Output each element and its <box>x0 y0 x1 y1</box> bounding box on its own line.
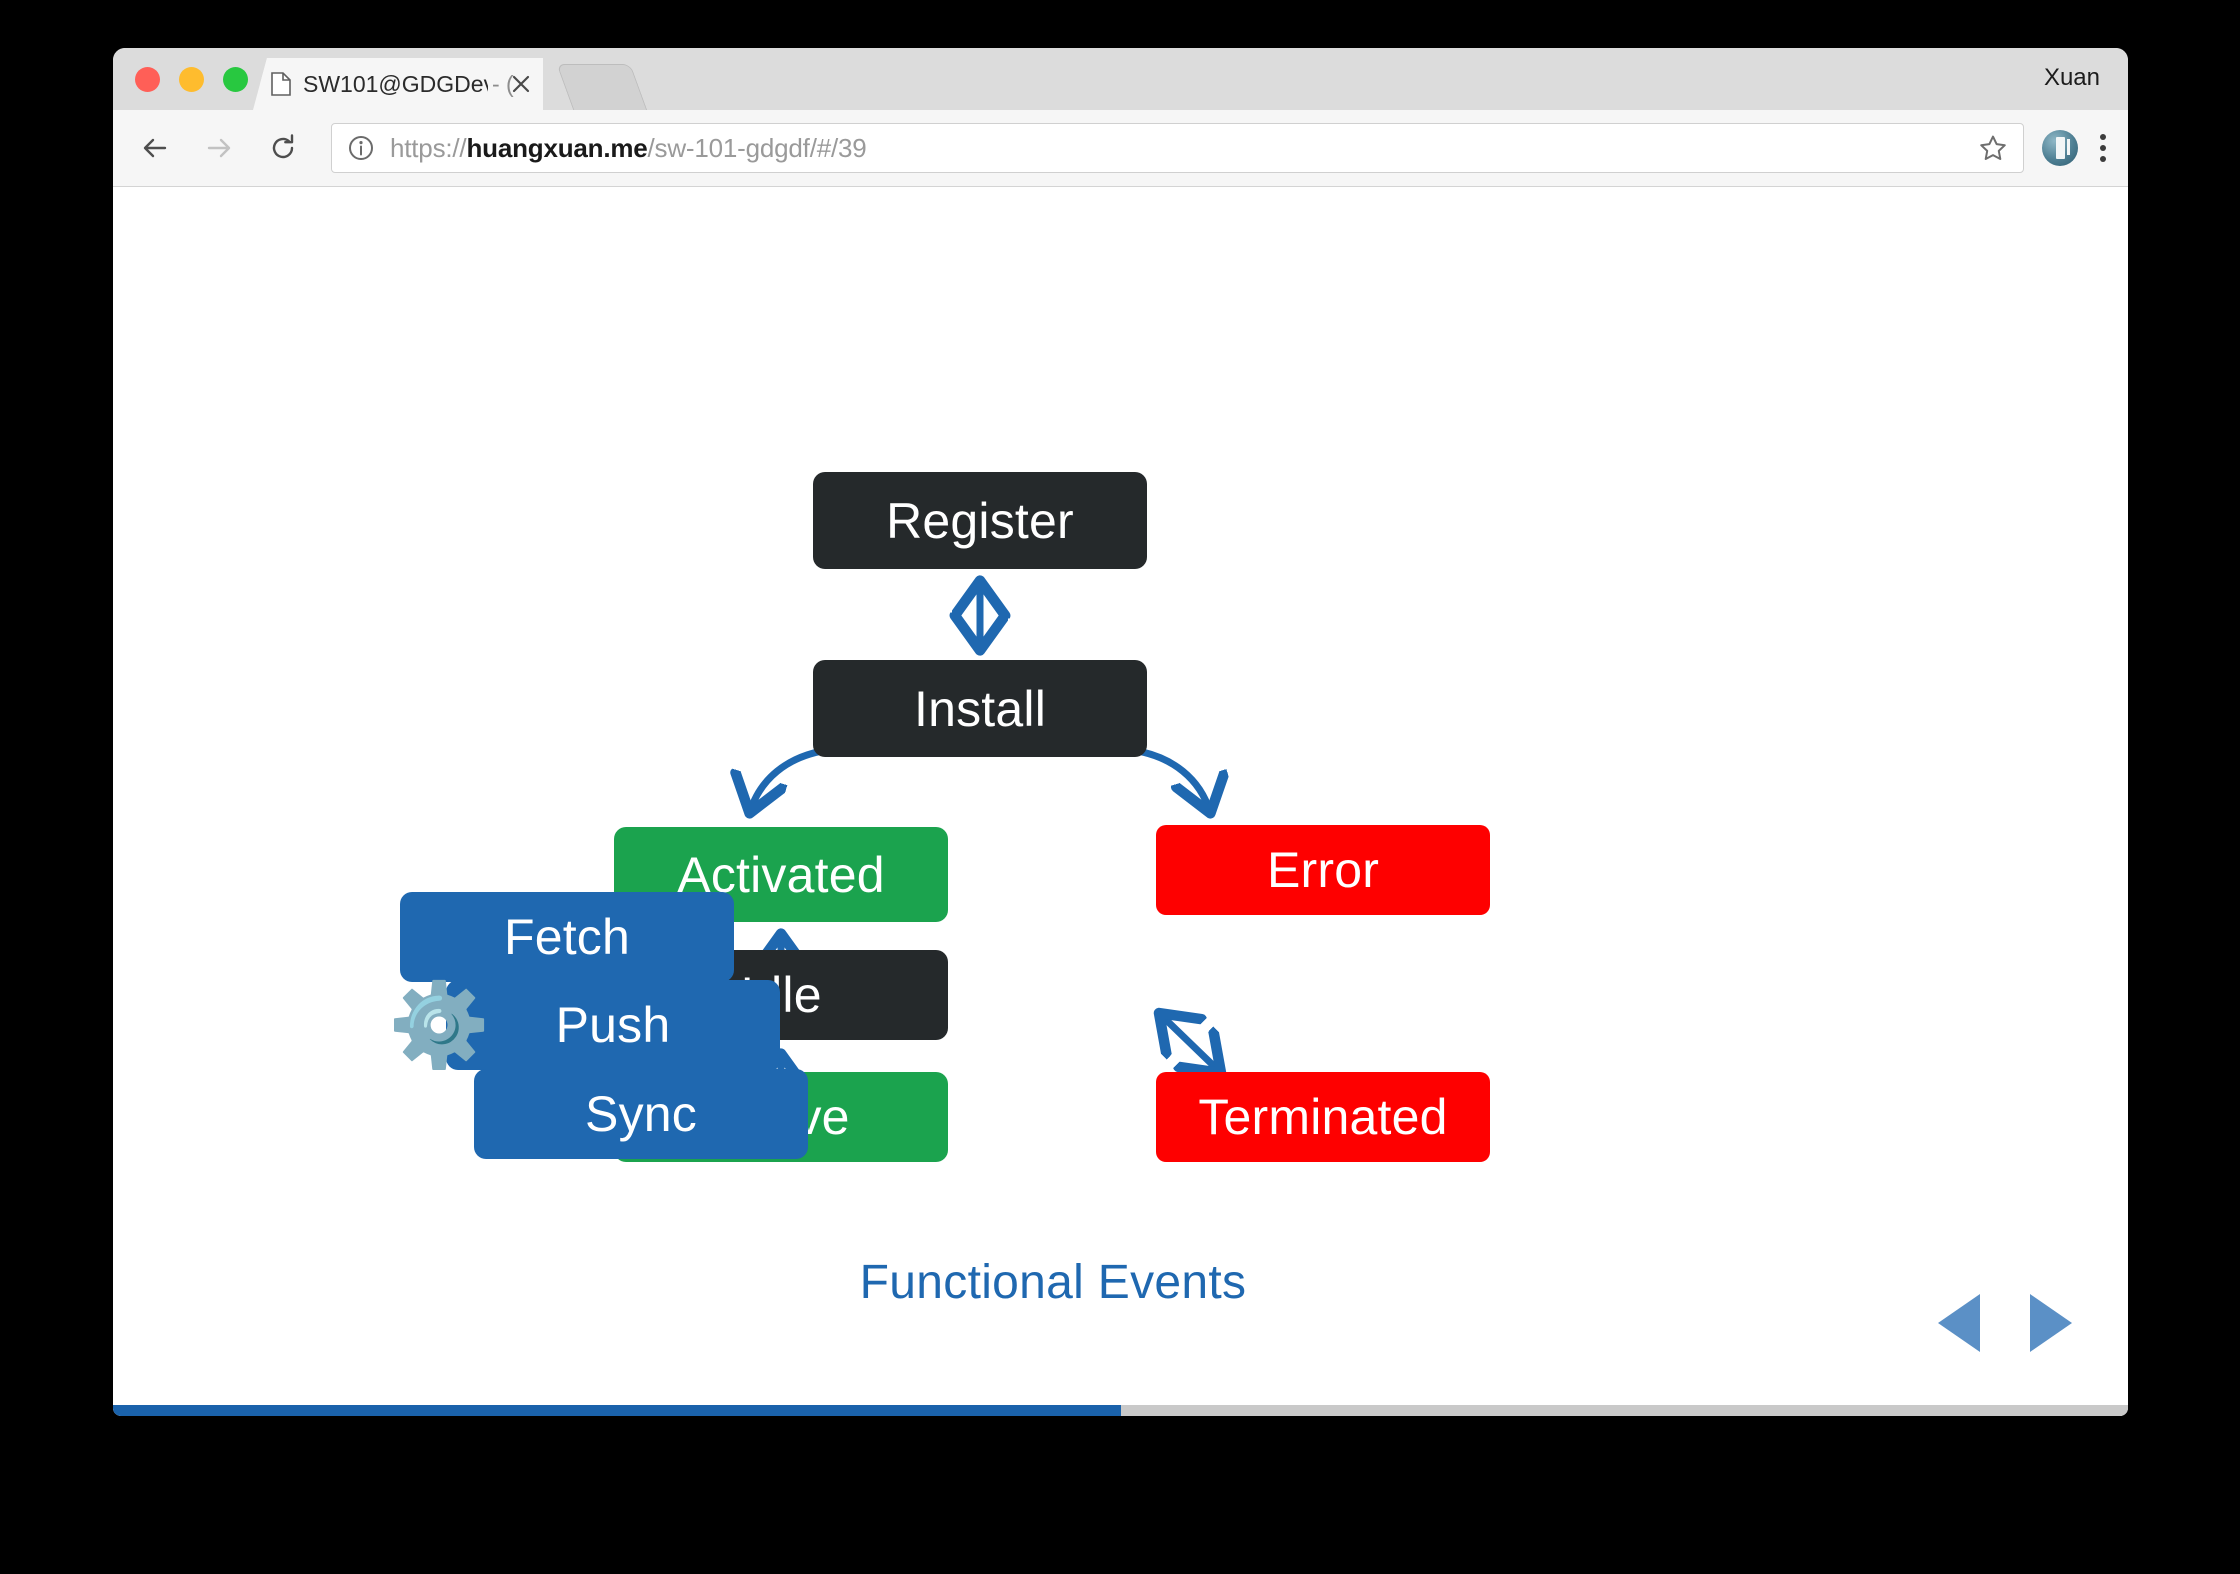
browser-toolbar: https://huangxuan.me/sw-101-gdgdf/#/39 <box>113 110 2128 187</box>
close-icon[interactable] <box>509 72 533 96</box>
forward-button[interactable] <box>197 126 241 170</box>
node-error[interactable]: Error <box>1156 825 1490 915</box>
node-push[interactable]: Push <box>446 980 780 1070</box>
back-arrow-icon <box>143 138 167 158</box>
browser-window: SW101@GDGDevFest2016 - ( Xuan <box>113 48 2128 1416</box>
slide-navigation <box>1938 1294 2072 1352</box>
forward-arrow-icon <box>207 138 231 158</box>
back-button[interactable] <box>133 126 177 170</box>
document-icon <box>271 72 291 96</box>
gear-icon: ⚙️ <box>388 980 491 1071</box>
tab-strip: SW101@GDGDevFest2016 - ( Xuan <box>113 48 2128 111</box>
slide-progress-track[interactable] <box>113 1405 2128 1416</box>
menu-dot <box>2100 145 2106 151</box>
node-register[interactable]: Register <box>813 472 1147 569</box>
edge-layer <box>113 187 2128 1406</box>
tab-title: SW101@GDGDevFest2016 <box>303 70 488 97</box>
extension-avatar-icon[interactable] <box>2042 130 2078 166</box>
browser-tab-active[interactable]: SW101@GDGDevFest2016 - ( <box>253 58 543 110</box>
node-fetch[interactable]: Fetch <box>400 892 734 982</box>
menu-dot <box>2100 134 2106 140</box>
edge-install-activated <box>750 745 840 812</box>
previous-slide-button[interactable] <box>1938 1294 1980 1352</box>
window-controls <box>135 67 248 92</box>
browser-tab-inactive[interactable] <box>556 64 648 111</box>
node-terminated[interactable]: Terminated <box>1156 1072 1490 1162</box>
reload-button[interactable] <box>261 126 305 170</box>
next-slide-button[interactable] <box>2030 1294 2072 1352</box>
slide-canvas: Register Install Activated Error Idle Ac… <box>113 187 2128 1406</box>
close-window-button[interactable] <box>135 67 160 92</box>
edge-active-terminated <box>1160 1014 1220 1072</box>
node-sync[interactable]: Sync <box>474 1069 808 1159</box>
info-circle-icon[interactable] <box>346 133 376 163</box>
url-scheme: https:// <box>390 132 467 163</box>
menu-dot <box>2100 156 2106 162</box>
maximize-window-button[interactable] <box>223 67 248 92</box>
reload-icon <box>272 134 294 159</box>
tab-title-suffix: - ( <box>492 70 514 97</box>
minimize-window-button[interactable] <box>179 67 204 92</box>
url-text[interactable]: https://huangxuan.me/sw-101-gdgdf/#/39 <box>390 133 867 164</box>
slide-progress-fill <box>113 1405 1121 1416</box>
slide-caption: Functional Events <box>859 1256 1247 1309</box>
address-bar[interactable]: https://huangxuan.me/sw-101-gdgdf/#/39 <box>331 123 2024 173</box>
three-dot-menu-icon[interactable] <box>2100 134 2106 162</box>
url-path: /sw-101-gdgdf/#/39 <box>647 132 867 163</box>
profile-name[interactable]: Xuan <box>2043 64 2100 91</box>
url-host: huangxuan.me <box>466 132 648 163</box>
star-icon[interactable] <box>1979 134 2007 162</box>
edge-install-error <box>1120 745 1210 812</box>
node-install[interactable]: Install <box>813 660 1147 757</box>
